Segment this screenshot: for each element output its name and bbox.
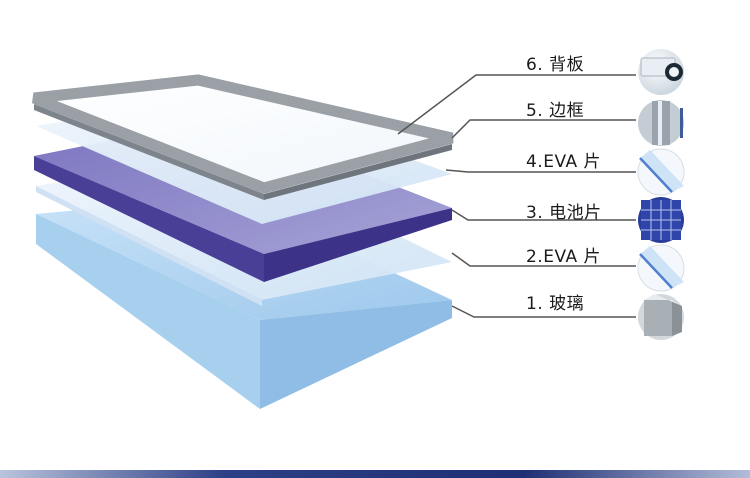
layer-label-backsheet: 6. 背板 xyxy=(526,55,585,75)
leader-line-eva-lower xyxy=(451,252,636,267)
solar-cell-thumbnail-icon xyxy=(638,197,684,243)
leader-line-glass xyxy=(451,305,636,318)
layer-label-glass: 1. 玻璃 xyxy=(526,294,585,314)
layer-label-eva-upper: 4.EVA 片 xyxy=(526,152,602,172)
frame-thumbnail-icon xyxy=(638,100,684,146)
bottom-accent-bar xyxy=(0,470,750,478)
backsheet-thumbnail-icon xyxy=(638,49,684,95)
glass-thumbnail-icon xyxy=(638,294,684,340)
leader-line-cell xyxy=(451,209,636,221)
leader-line-eva-upper xyxy=(445,169,636,173)
frame-layer xyxy=(31,74,454,200)
layer-label-frame: 5. 边框 xyxy=(526,101,585,121)
leader-line-frame xyxy=(451,119,636,139)
leader-lines xyxy=(397,74,636,318)
layer-label-solar-cell: 3. 电池片 xyxy=(526,203,602,223)
layer-label-eva-lower: 2.EVA 片 xyxy=(526,247,602,267)
eva-film-thumbnail-icon-lower xyxy=(637,244,685,292)
eva-film-thumbnail-icon-upper xyxy=(637,148,685,196)
leader-line-backsheet xyxy=(397,74,636,135)
